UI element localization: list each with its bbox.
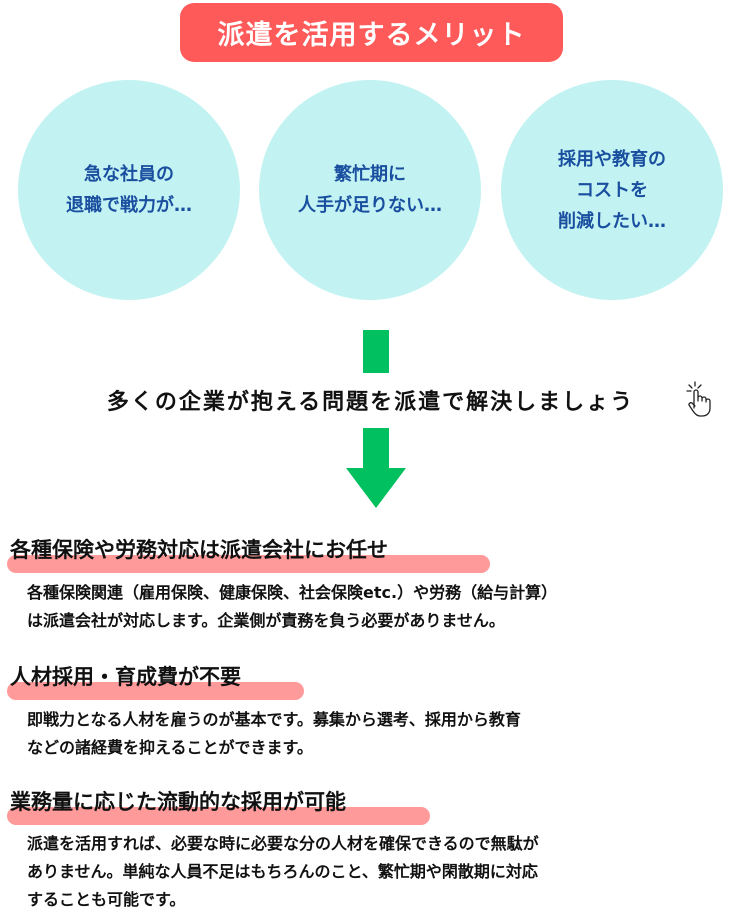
arrow-shaft [363,428,389,469]
body-line: ありません。単純な人員不足はもちろんのこと、繁忙期や閑散期に対応 [27,862,538,881]
problem-circle-3: 採用や教育の コストを 削減したい… [501,80,723,300]
problem-text: 急な社員の [84,164,174,185]
down-arrow-icon [346,468,406,508]
problem-circle-1: 急な社員の 退職で戦力が… [18,80,240,300]
heading-highlight [7,807,430,825]
problem-text: 繁忙期に [334,164,406,185]
problem-text: 削減したい… [558,210,666,232]
problem-text: 退職で戦力が… [66,195,192,216]
body-line: 即戦力となる人材を雇うのが基本です。募集から選考、採用から教育 [27,710,521,729]
connector-bar [363,330,389,373]
section-body: 即戦力となる人材を雇うのが基本です。募集から選考、採用から教育 などの諸経費を抑… [27,706,521,762]
section-heading: 人材採用・育成費が不要 [10,665,241,689]
heading-highlight [7,682,304,700]
page-title: 派遣を活用するメリット [180,3,563,62]
body-line: 派遣を活用すれば、必要な時に必要な分の人材を確保できるので無駄が [27,834,539,853]
problem-text: 人手が足りない… [298,195,442,216]
body-line: は派遣会社が対応します。企業側が責務を負う必要がありません。 [27,611,505,630]
problem-text: 採用や教育の [558,148,666,170]
section-body: 派遣を活用すれば、必要な時に必要な分の人材を確保できるので無駄が ありません。単… [27,830,539,914]
body-line: などの諸経費を抑えることができます。 [27,738,313,757]
slogan: 多くの企業が抱える問題を派遣で解決しましょう [106,390,635,415]
problem-circle-2: 繁忙期に 人手が足りない… [259,80,481,300]
section-body: 各種保険関連（雇用保険、健康保険、社会保険etc.）や労務（給与計算） は派遣会… [27,579,557,635]
pointing-hand-icon [686,381,711,417]
body-line: することも可能です。 [27,890,186,909]
body-line: 各種保険関連（雇用保険、健康保険、社会保険etc.）や労務（給与計算） [27,583,558,602]
heading-highlight [7,555,490,573]
section-heading: 各種保険や労務対応は派遣会社にお任せ [10,538,388,562]
problem-text: コストを [576,179,648,201]
section-heading: 業務量に応じた流動的な採用が可能 [10,790,346,814]
